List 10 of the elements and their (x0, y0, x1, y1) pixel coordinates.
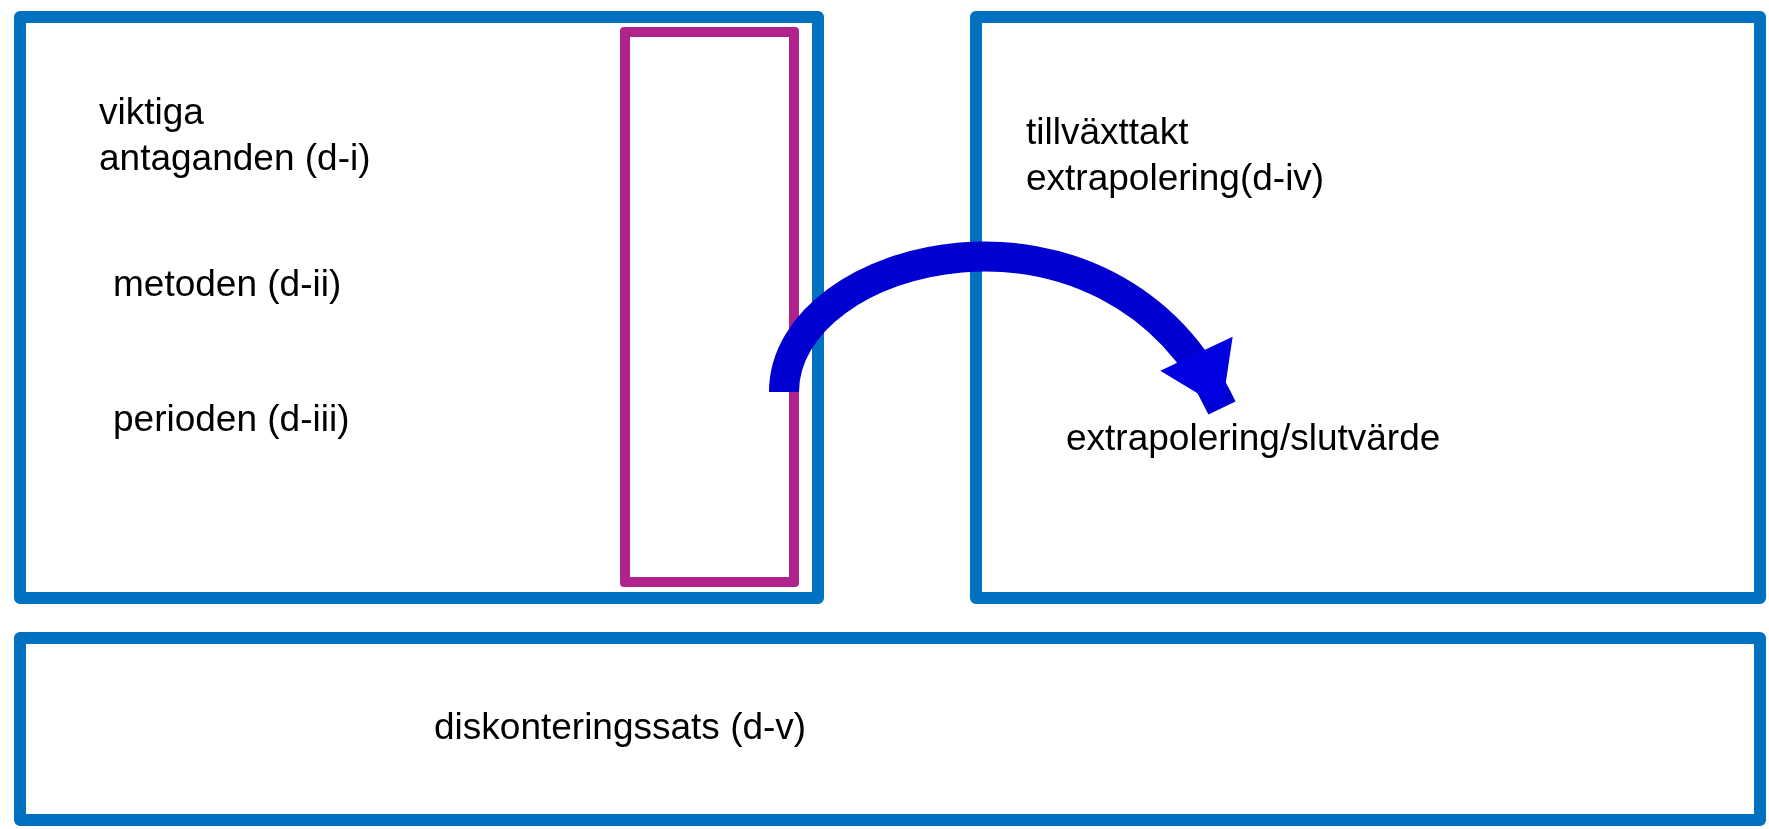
label-text: viktiga antaganden (d-i) (99, 90, 372, 180)
panel (14, 632, 1766, 826)
panel (14, 11, 824, 604)
label-text: metoden (d-ii) (113, 262, 343, 306)
label-text: perioden (d-iii) (113, 397, 351, 441)
empty-frame (620, 27, 799, 587)
label-text: extrapolering/slutvärde (1066, 416, 1441, 460)
label-text: tillväxttakt extrapolering(d-iv) (1026, 110, 1326, 200)
panel (970, 11, 1766, 604)
label-text: diskonteringssats (d-v) (434, 705, 808, 749)
